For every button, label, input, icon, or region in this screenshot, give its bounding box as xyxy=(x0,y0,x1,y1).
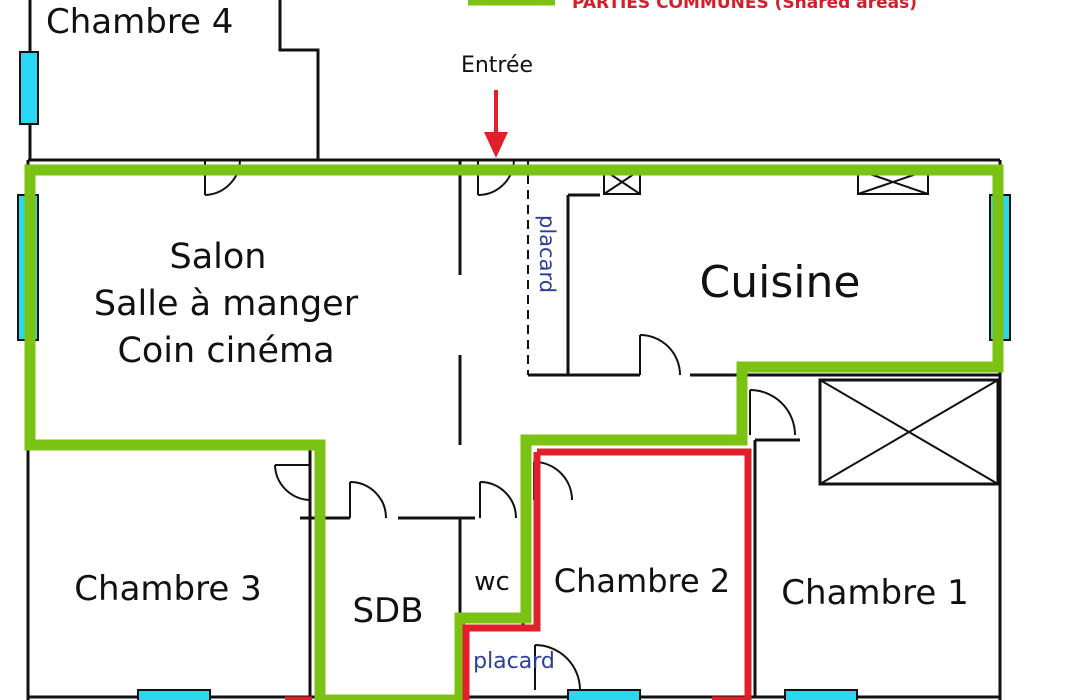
room-label-placard-ch2: placard xyxy=(473,649,555,674)
room-label-salon: Salon xyxy=(170,237,267,277)
room-label-sdb: SDB xyxy=(352,591,423,631)
room-label-chambre2: Chambre 2 xyxy=(554,562,730,600)
window xyxy=(784,689,858,700)
room-label-salle-a-manger: Salle à manger xyxy=(94,284,359,324)
shared-area-outline xyxy=(24,164,1004,700)
doors xyxy=(204,159,796,691)
legend-shared-label: PARTIES COMMUNES (Shared areas) xyxy=(572,0,917,13)
window xyxy=(19,51,39,125)
room-label-chambre1: Chambre 1 xyxy=(781,573,968,613)
window xyxy=(137,689,211,700)
entrance-label: Entrée xyxy=(461,53,533,78)
window xyxy=(567,689,641,700)
room-label-placard-hall: placard xyxy=(535,215,559,293)
room-label-chambre3: Chambre 3 xyxy=(74,569,261,609)
private-room-outline xyxy=(462,448,752,700)
room-label-chambre4: Chambre 4 xyxy=(46,2,233,42)
room-label-coin-cinema: Coin cinéma xyxy=(117,331,334,371)
room-label-cuisine: Cuisine xyxy=(700,257,861,308)
entrance-arrow-icon xyxy=(484,90,508,158)
room-label-wc: wc xyxy=(474,567,510,597)
